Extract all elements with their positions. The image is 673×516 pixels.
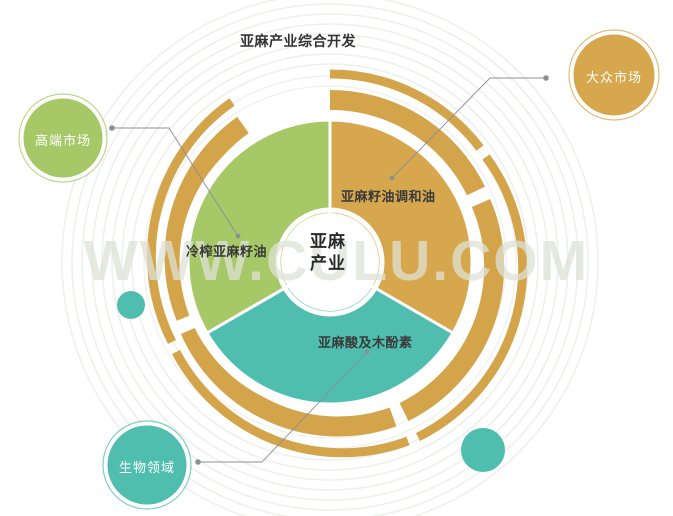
diagram-title: 亚麻产业综合开发 bbox=[240, 34, 356, 50]
segment-label-green: 冷榨亚麻籽油 bbox=[186, 245, 268, 260]
bubble-gold-outline bbox=[568, 29, 660, 121]
bubble-label-bio-field: 生物领域 bbox=[118, 461, 175, 476]
inner-gold-band bbox=[164, 89, 505, 437]
bubble-label-high-end-market: 高端市场 bbox=[34, 134, 91, 149]
outer-gold-arc-ring bbox=[146, 69, 528, 458]
center-label: 亚麻 产业 bbox=[299, 231, 357, 275]
ring-gap bbox=[179, 111, 481, 413]
decor-dot-teal-left bbox=[117, 291, 145, 319]
donut-center-ring bbox=[275, 207, 385, 317]
segment-label-gold: 亚麻籽油调和油 bbox=[341, 190, 436, 205]
callout-connectors bbox=[112, 77, 546, 463]
segment-label-teal: 亚麻酸及木酚素 bbox=[318, 336, 413, 351]
callout-connector-dots bbox=[109, 75, 549, 465]
bubble-green-outline bbox=[18, 93, 108, 183]
decor-dot-teal-right bbox=[461, 428, 505, 472]
center-label-line1: 亚麻 bbox=[310, 232, 346, 252]
bubble-teal-bio[interactable] bbox=[104, 422, 190, 508]
donut-center-hole bbox=[281, 213, 379, 311]
bubble-label-mass-market: 大众市场 bbox=[585, 71, 642, 86]
bubble-gold-mass[interactable] bbox=[570, 31, 658, 119]
center-label-line2: 产业 bbox=[310, 254, 346, 274]
bubble-green-highend[interactable] bbox=[20, 95, 106, 181]
bubble-teal-outline bbox=[102, 420, 192, 510]
